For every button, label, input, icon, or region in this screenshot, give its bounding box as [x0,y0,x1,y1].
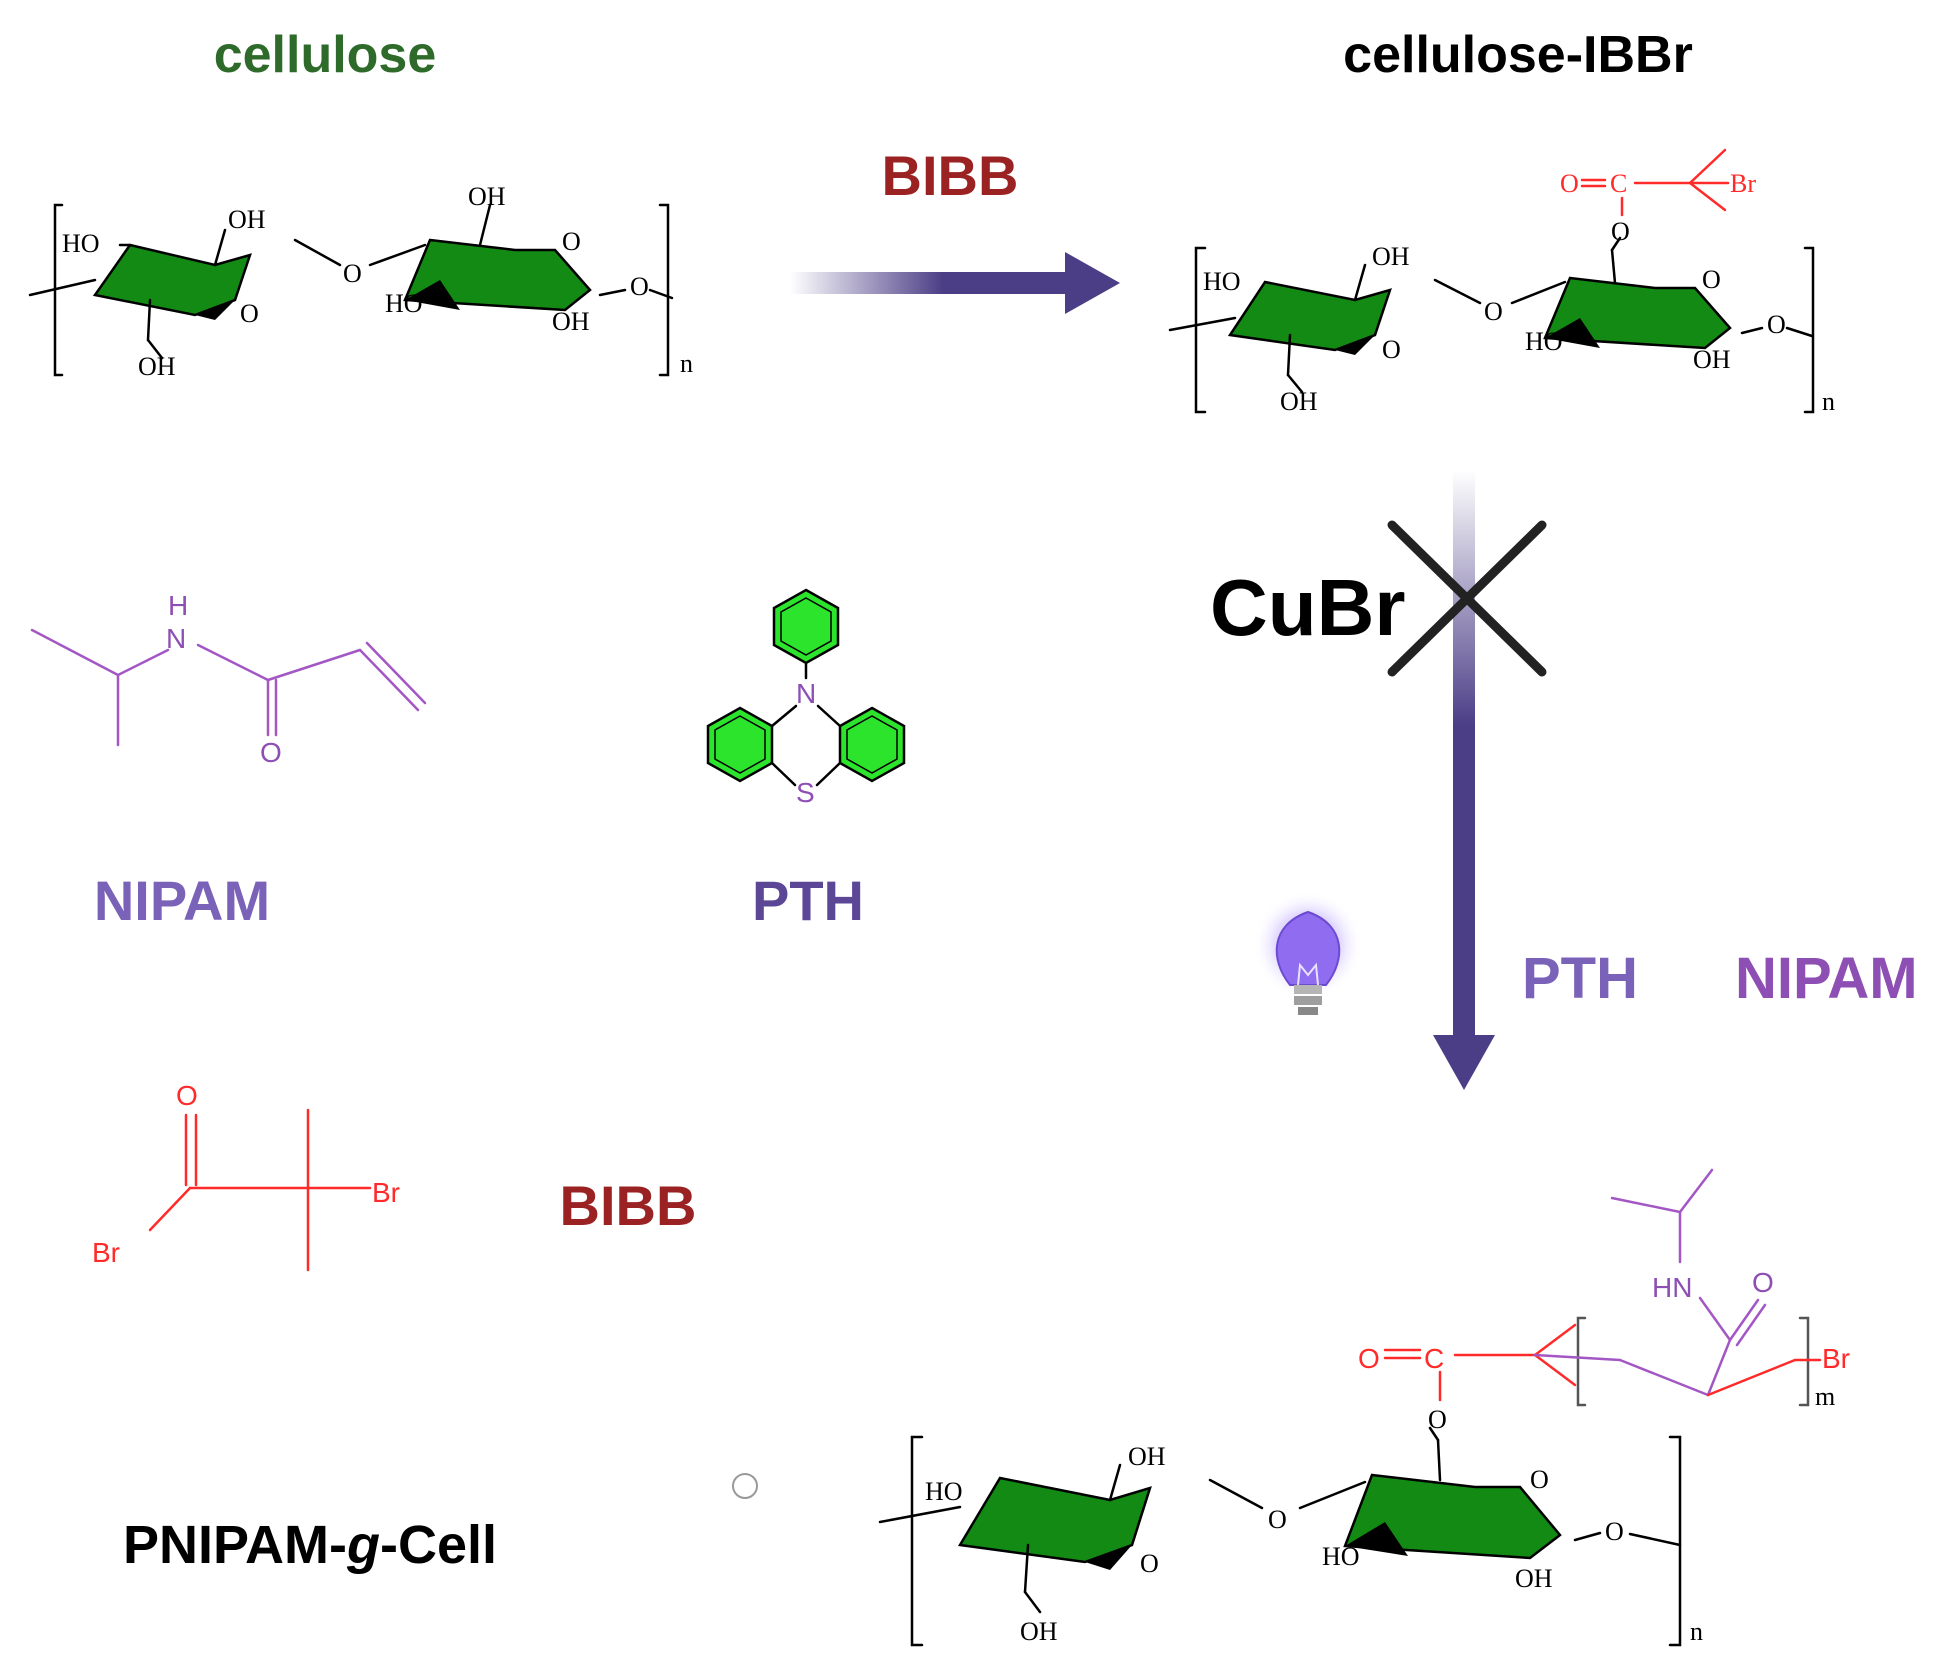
pth-arrow-label: PTH [1522,946,1638,1011]
atom-HO: HO [1525,327,1563,356]
atom-HO: HO [1203,267,1241,296]
atom-OH: OH [468,182,506,211]
atom-O: O [176,1080,198,1111]
downward-arrow [1433,470,1495,1090]
atom-O: O [1560,169,1579,198]
pth-structure: N S [706,588,906,808]
atom-Br: Br [1730,169,1756,198]
cubr-label: CuBr [1210,563,1406,652]
atom-O: O [240,299,259,328]
atom-HO: HO [925,1477,963,1506]
atom-O: O [1358,1343,1380,1374]
product-italic: g [346,1515,380,1575]
repeat-n: n [680,349,693,378]
uv-lamp-icon [1253,890,1363,1015]
atom-O: O [1702,265,1721,294]
repeat-n: n [1822,387,1835,416]
atom-HO: HO [385,289,423,318]
atom-C: C [1424,1343,1444,1374]
repeat-m: m [1815,1382,1835,1411]
atom-HN: HN [1652,1272,1692,1303]
atom-O: O [1530,1465,1549,1494]
atom-OH: OH [1280,387,1318,416]
atom-Br: Br [1822,1343,1850,1374]
bibb-structure: O Br Br [92,1080,400,1272]
cellulose-structure: n HO OH O OH O OH O HO OH O [28,182,693,381]
atom-Br: Br [92,1237,120,1268]
atom-O: O [260,737,282,768]
atom-OH: OH [1020,1617,1058,1646]
atom-OH: OH [552,307,590,336]
small-circle-marker [732,1473,758,1499]
atom-OH: OH [138,352,176,381]
atom-O: O [562,227,581,256]
repeat-n: n [1690,1617,1703,1646]
atom-O: O [1605,1517,1624,1546]
bibb-arrow-label: BIBB [882,144,1019,207]
cellulose-ibbr-structure: n HO OH O OH O O HO OH O O O C Br [1168,148,1835,416]
pth-legend-label: PTH [752,869,864,932]
atom-Br: Br [372,1177,400,1208]
atom-S: S [796,777,815,808]
atom-O: O [1611,217,1630,246]
product-label: PNIPAM-g-Cell [123,1515,497,1575]
atom-OH: OH [1693,345,1731,374]
atom-OH: OH [228,205,266,234]
product-prefix: PNIPAM- [123,1515,347,1575]
atom-HO: HO [62,229,100,258]
atom-OH: OH [1128,1442,1166,1471]
atom-O: O [1428,1405,1447,1434]
cross-mark-icon [1387,520,1547,677]
cellulose-ibbr-label: cellulose-IBBr [1343,26,1693,84]
atom-O: O [630,272,649,301]
forward-arrow [790,252,1120,314]
nipam-structure: H N O [30,590,427,768]
atom-O: O [1140,1549,1159,1578]
atom-C: C [1610,169,1627,198]
atom-O: O [1752,1267,1774,1298]
nipam-arrow-label: NIPAM [1735,946,1918,1011]
cellulose-label: cellulose [214,26,437,84]
atom-O: O [343,259,362,288]
atom-OH: OH [1372,242,1410,271]
bibb-legend-label: BIBB [560,1174,697,1237]
atom-O: O [1484,297,1503,326]
product-suffix: -Cell [380,1515,497,1575]
atom-OH: OH [1515,1564,1553,1593]
atom-O: O [1382,335,1401,364]
nipam-legend-label: NIPAM [94,869,270,932]
atom-H: H [168,590,188,621]
atom-N: N [166,623,186,654]
atom-HO: HO [1322,1542,1360,1571]
atom-N: N [796,678,816,709]
product-structure: n HO OH O OH O O HO OH O O O C [878,1168,1850,1647]
atom-O: O [1767,310,1786,339]
atom-O: O [1268,1505,1287,1534]
